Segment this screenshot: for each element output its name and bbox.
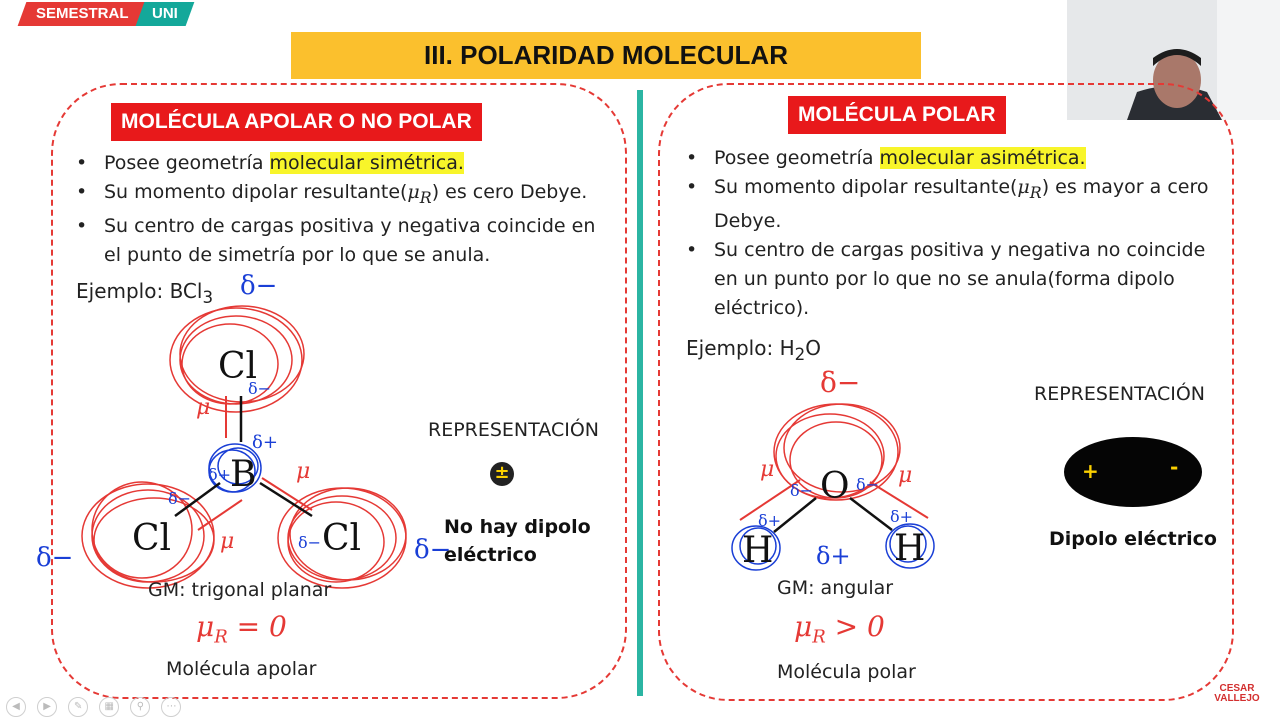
apolar-bullet-moment: Su momento dipolar resultante(μR) es cer… [74,178,614,212]
polar-bullet-charges: Su centro de cargas positiva y negativa … [684,236,1214,323]
webcam-feed [1067,0,1280,120]
apolar-geometry: GM: trigonal planar [148,579,332,601]
dipole-arrows [197,396,313,531]
apolar-panel [51,83,627,699]
delta-minus-inner-top: δ− [248,379,271,398]
hydrogen-cloud-scribbles [731,523,935,571]
polar-dipole-text: Dipolo eléctrico [1049,528,1217,550]
pen-icon[interactable]: ✎ [68,697,89,717]
oxygen-cloud-scribbles [773,403,901,501]
zoom-icon[interactable]: ⚲ [130,697,151,717]
mu-label-right: μ [296,459,310,484]
panel-divider [637,90,643,696]
delta-plus-b: δ+ [252,432,278,453]
neutral-charge-icon: ± [490,462,514,486]
bond-o-h-left [773,497,817,533]
atom-b: B [230,454,256,495]
delta-plus-h-left: δ+ [758,511,781,530]
bond-o-h-right [849,497,893,531]
atom-h-left: H [742,530,773,571]
polar-dipole-arrows [739,479,929,521]
polar-geometry: GM: angular [777,577,894,599]
delta-minus-o-left: δ− [790,481,813,500]
apolar-formula: μR = 0 [196,610,287,648]
delta-minus-inner-left: δ− [168,489,191,508]
atom-h-right: H [894,528,925,569]
atom-cl-right: Cl [322,518,361,559]
delta-minus-o: δ− [820,366,860,399]
prev-slide-icon[interactable]: ◀ [6,697,26,717]
delta-minus-inner-right: δ− [298,533,321,552]
delta-plus-h-right: δ+ [890,507,913,526]
polar-bullets: Posee geometría molecular asimétrica. Su… [684,144,1214,323]
next-slide-icon[interactable]: ▶ [37,697,58,717]
polar-bullet-moment: Su momento dipolar resultante(μR) es may… [684,173,1214,236]
delta-plus-center: δ+ [816,542,851,570]
delta-minus-left: δ− [36,543,73,573]
polar-label: MOLÉCULA POLAR [788,96,1006,134]
mu-label-right-h2o: μ [898,463,912,488]
apolar-bullet-charges: Su centro de cargas positiva y negativa … [74,212,614,270]
page-title: III. POLARIDAD MOLECULAR [291,32,921,79]
atom-o: O [820,466,850,507]
bond-b-cl-right [259,481,313,518]
apolar-example: Ejemplo: BCl3 [76,279,214,307]
cesar-vallejo-logo: CESAR VALLEJO [1214,683,1260,704]
apolar-bullets: Posee geometría molecular simétrica. Su … [74,149,614,270]
delta-minus-top: δ− [240,271,277,301]
electric-dipole-icon: + - [1064,437,1202,507]
apolar-label: MOLÉCULA APOLAR O NO POLAR [111,103,482,141]
slides-grid-icon[interactable]: ▦ [99,697,120,717]
uni-tag: UNI [135,2,195,26]
polar-representation: REPRESENTACIÓN [1034,383,1205,405]
polar-example: Ejemplo: H2O [686,336,821,364]
mu-label-top: μ [196,395,210,420]
atom-cl-top: Cl [218,346,257,387]
slide-toolbar: ◀ ▶ ✎ ▦ ⚲ ⋯ [6,694,187,717]
atom-cl-left: Cl [132,518,171,559]
bcl3-diagram: B Cl Cl Cl δ− δ− δ− δ− δ+ δ+ δ− δ− μ μ μ [36,271,450,589]
apolar-bullet-geometry: Posee geometría molecular simétrica. [74,149,614,178]
more-options-icon[interactable]: ⋯ [161,697,182,717]
polar-molecule-type: Molécula polar [777,661,916,683]
mu-label-left: μ [220,529,234,554]
apolar-dipole-text-1: No hay dipolo [444,516,591,538]
apolar-dipole-text-2: eléctrico [444,544,537,566]
boron-cloud-scribbles [208,443,262,493]
delta-minus-o-right: δ− [856,475,879,494]
h2o-diagram: O H H δ− δ− δ− δ+ δ+ δ+ μ μ [731,366,935,571]
polar-bullet-geometry: Posee geometría molecular asimétrica. [684,144,1214,173]
dipole-minus-icon: - [1170,455,1179,479]
polar-formula: μR > 0 [794,610,885,648]
delta-minus-right: δ− [414,535,450,565]
mu-label-left-h2o: μ [760,457,774,482]
bond-b-cl-left [174,481,221,518]
delta-plus-b2: δ+ [208,465,231,484]
polar-panel [658,83,1234,701]
semestral-tag: SEMESTRAL [17,2,147,26]
apolar-molecule-type: Molécula apolar [166,658,317,680]
dipole-plus-icon: + [1082,459,1099,483]
apolar-representation: REPRESENTACIÓN [428,419,599,441]
